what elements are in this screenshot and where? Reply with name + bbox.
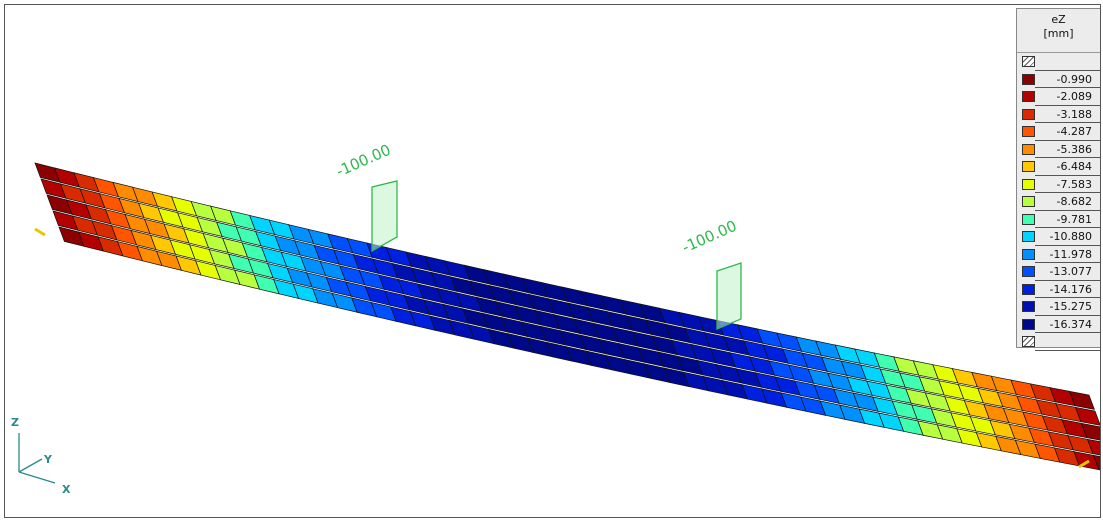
legend-value: -14.176 [1049, 282, 1092, 296]
legend-divider [1035, 297, 1100, 298]
legend-row: -8.682 [1017, 193, 1100, 211]
legend-row: -9.781 [1017, 211, 1100, 228]
support-marker [34, 227, 46, 237]
legend-value: -3.188 [1056, 107, 1092, 121]
legend-divider [1035, 244, 1100, 246]
legend-swatch [1022, 178, 1035, 190]
legend-swatch [1022, 248, 1035, 260]
legend-row: -5.386 [1017, 141, 1100, 158]
load-2: -100.00 [679, 217, 742, 330]
legend-divider [1035, 227, 1100, 228]
legend-swatch [1022, 126, 1035, 137]
mesh-cell [1080, 422, 1100, 441]
legend-row: -0.990 [1017, 71, 1100, 88]
legend-divider [1035, 332, 1100, 333]
load-2-label: -100.00 [679, 217, 739, 257]
legend-divider [1035, 87, 1100, 88]
legend-divider [1035, 174, 1100, 176]
legend-row [1017, 333, 1100, 351]
legend-swatch [1022, 73, 1035, 85]
legend-swatch [1022, 91, 1035, 102]
legend-value: -8.682 [1056, 195, 1092, 208]
y-axis-line [18, 458, 43, 473]
axis-triad: Z Y X [11, 416, 71, 496]
y-axis-label: Y [43, 453, 53, 466]
legend-row: -15.275 [1017, 298, 1100, 316]
legend-value: -6.484 [1056, 160, 1092, 173]
legend-divider [1035, 104, 1100, 106]
legend-value: -11.978 [1049, 247, 1092, 261]
legend-divider [1035, 279, 1100, 281]
mesh-cell [1092, 454, 1100, 471]
legend-row: -7.583 [1017, 176, 1100, 193]
color-legend-panel: eZ [mm] -0.990 -2.089 -3.188 -4.287 -5.386 -6… [1016, 8, 1100, 351]
legend-row: -2.089 [1017, 88, 1100, 106]
legend-divider [1035, 209, 1100, 211]
legend-row: -6.484 [1017, 158, 1100, 176]
legend-value: -7.583 [1056, 177, 1092, 191]
legend-value: -2.089 [1056, 90, 1092, 103]
legend-value: -15.275 [1049, 300, 1092, 313]
legend-row: -16.374 [1017, 316, 1100, 333]
legend-divider [1035, 139, 1100, 141]
legend-swatch [1022, 213, 1035, 225]
legend-divider [1035, 262, 1100, 263]
legend-row [1017, 53, 1100, 71]
legend-value: -5.386 [1056, 142, 1092, 156]
legend-divider [1035, 157, 1100, 158]
legend-swatch [1022, 161, 1035, 172]
legend-swatch [1022, 108, 1035, 120]
legend-rows: -0.990 -2.089 -3.188 -4.287 -5.386 -6.484 -7.5… [1017, 53, 1100, 351]
legend-divider [1035, 314, 1100, 316]
load-1-area [371, 180, 398, 253]
legend-row: -14.176 [1017, 281, 1100, 298]
legend-swatch [1022, 283, 1035, 295]
legend-divider [1035, 349, 1100, 351]
legend-swatch [1022, 336, 1035, 347]
legend-row: -11.978 [1017, 246, 1100, 263]
legend-title: eZ [1051, 13, 1066, 26]
legend-value: -4.287 [1056, 125, 1092, 138]
mesh-cell [1068, 390, 1095, 410]
legend-divider [1035, 122, 1100, 123]
legend-value: -0.990 [1056, 72, 1092, 86]
legend-row: -4.287 [1017, 123, 1100, 141]
legend-value: -13.077 [1049, 265, 1092, 278]
legend-header: eZ [mm] [1017, 9, 1100, 53]
load-1-label: -100.00 [333, 141, 393, 181]
x-axis-line [18, 471, 56, 484]
legend-swatch [1022, 266, 1035, 277]
beam-model-view[interactable]: -100.00 -100.00 Z Y X [5, 5, 1101, 518]
z-axis-label: Z [11, 416, 19, 429]
legend-row: -3.188 [1017, 106, 1100, 123]
legend-value: -16.374 [1049, 317, 1092, 331]
legend-unit: [mm] [1043, 27, 1074, 40]
support-marker [1078, 459, 1090, 469]
legend-swatch [1022, 143, 1035, 155]
legend-swatch [1022, 231, 1035, 242]
legend-row: -10.880 [1017, 228, 1100, 246]
legend-swatch [1022, 196, 1035, 207]
legend-row: -13.077 [1017, 263, 1100, 281]
legend-divider [1035, 192, 1100, 193]
model-viewport[interactable]: -100.00 -100.00 Z Y X eZ [mm] -0.990 -2.0… [4, 4, 1101, 518]
mesh-cell [1086, 438, 1100, 456]
mesh-cell [1074, 406, 1100, 426]
load-2-area [716, 262, 742, 330]
legend-swatch [1022, 56, 1035, 67]
legend-swatch [1022, 301, 1035, 312]
beam-deformation-mesh [34, 162, 1100, 471]
load-1: -100.00 [333, 141, 398, 253]
x-axis-label: X [62, 483, 71, 496]
legend-divider [1035, 69, 1100, 71]
legend-value: -10.880 [1049, 230, 1092, 243]
legend-value: -9.781 [1056, 212, 1092, 226]
legend-swatch [1022, 318, 1035, 330]
